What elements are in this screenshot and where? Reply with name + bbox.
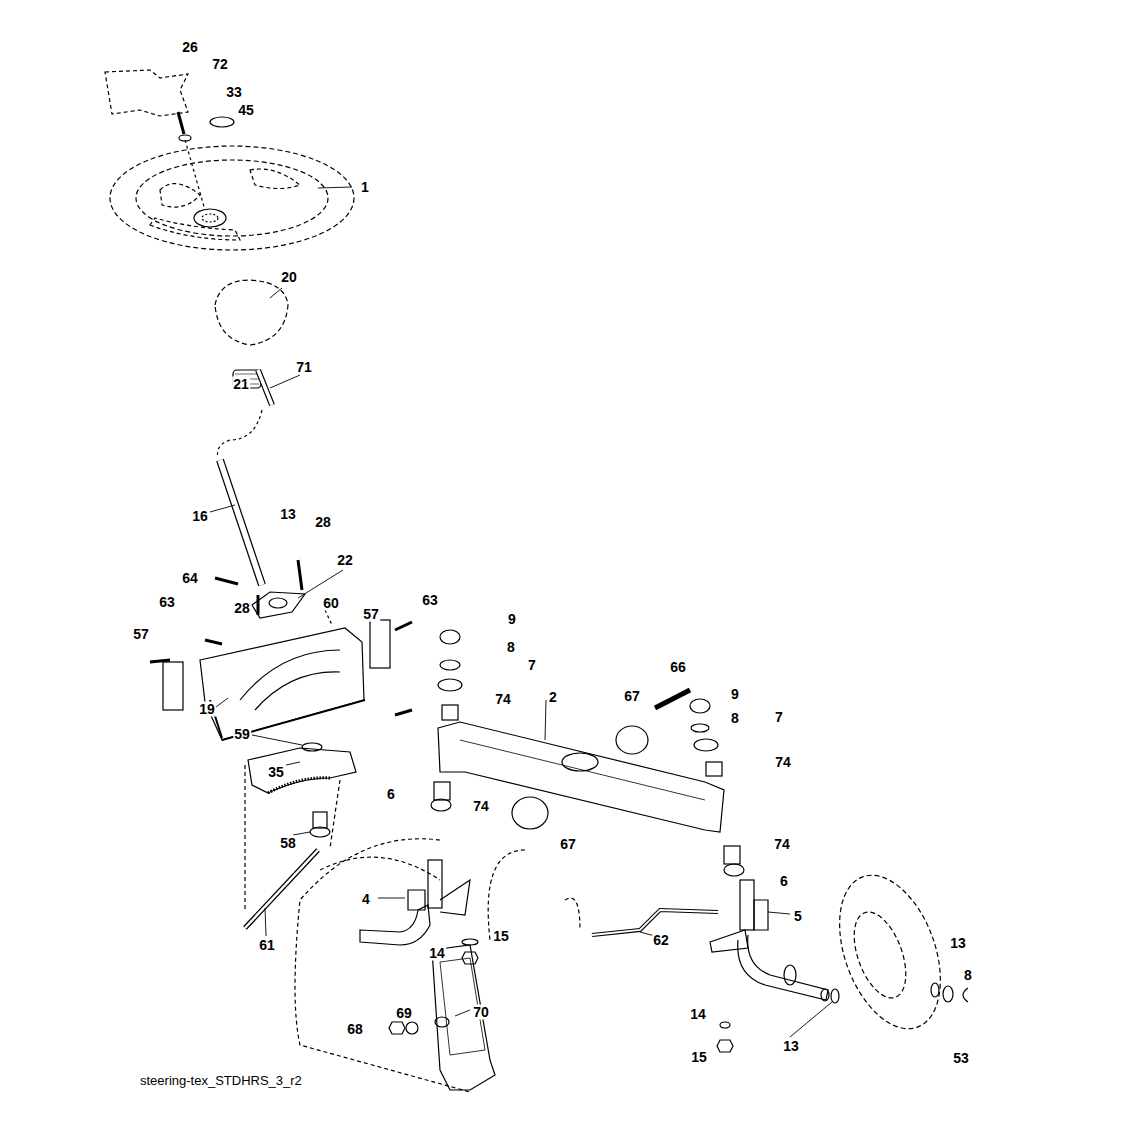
callout-number: 60 xyxy=(322,596,340,611)
callout-number: 28 xyxy=(233,601,251,616)
callout-number: 26 xyxy=(181,40,199,55)
callout-number: 7 xyxy=(527,658,537,673)
callout-number: 74 xyxy=(773,837,791,852)
callout-number: 9 xyxy=(507,612,517,627)
callout-number: 74 xyxy=(494,692,512,707)
callout-number: 72 xyxy=(211,57,229,72)
diagram-caption: steering-tex_STDHRS_3_r2 xyxy=(140,1073,302,1088)
callout-number: 74 xyxy=(472,799,490,814)
callout-number: 4 xyxy=(361,892,371,907)
callout-number: 74 xyxy=(774,755,792,770)
callout-number: 28 xyxy=(314,515,332,530)
callout-number: 14 xyxy=(689,1007,707,1022)
callout-number: 67 xyxy=(623,689,641,704)
callout-number: 57 xyxy=(132,627,150,642)
callout-number: 21 xyxy=(232,377,250,392)
callout-number: 8 xyxy=(963,968,973,983)
callout-number: 15 xyxy=(492,929,510,944)
callout-number: 8 xyxy=(730,711,740,726)
callout-number: 69 xyxy=(395,1006,413,1021)
callout-number: 63 xyxy=(158,595,176,610)
callout-number: 68 xyxy=(346,1022,364,1037)
callout-number: 15 xyxy=(690,1050,708,1065)
callout-number: 13 xyxy=(949,936,967,951)
callout-number: 66 xyxy=(669,660,687,675)
callout-number: 14 xyxy=(428,946,446,961)
callout-number: 67 xyxy=(559,837,577,852)
callout-number: 13 xyxy=(279,507,297,522)
callout-number: 5 xyxy=(793,909,803,924)
callout-number: 9 xyxy=(730,687,740,702)
callout-number: 57 xyxy=(362,607,380,622)
callout-number: 64 xyxy=(181,571,199,586)
callout-number: 59 xyxy=(233,727,251,742)
callout-number: 8 xyxy=(506,640,516,655)
callout-number: 16 xyxy=(191,509,209,524)
callout-number: 58 xyxy=(279,836,297,851)
callout-number: 2 xyxy=(548,690,558,705)
callout-number: 1 xyxy=(360,180,370,195)
callout-number: 35 xyxy=(267,765,285,780)
callout-number: 33 xyxy=(225,85,243,100)
callout-number: 19 xyxy=(198,702,216,717)
callout-number: 13 xyxy=(782,1039,800,1054)
callout-number: 6 xyxy=(779,874,789,889)
callout-number: 53 xyxy=(952,1051,970,1066)
callout-number: 45 xyxy=(237,103,255,118)
callout-number: 7 xyxy=(774,710,784,725)
callout-number: 61 xyxy=(258,938,276,953)
callout-number: 6 xyxy=(386,787,396,802)
callout-number: 71 xyxy=(295,360,313,375)
callout-number: 62 xyxy=(652,933,670,948)
callout-number: 22 xyxy=(336,553,354,568)
callout-number: 70 xyxy=(472,1005,490,1020)
callout-number: 63 xyxy=(421,593,439,608)
callout-number: 20 xyxy=(280,270,298,285)
